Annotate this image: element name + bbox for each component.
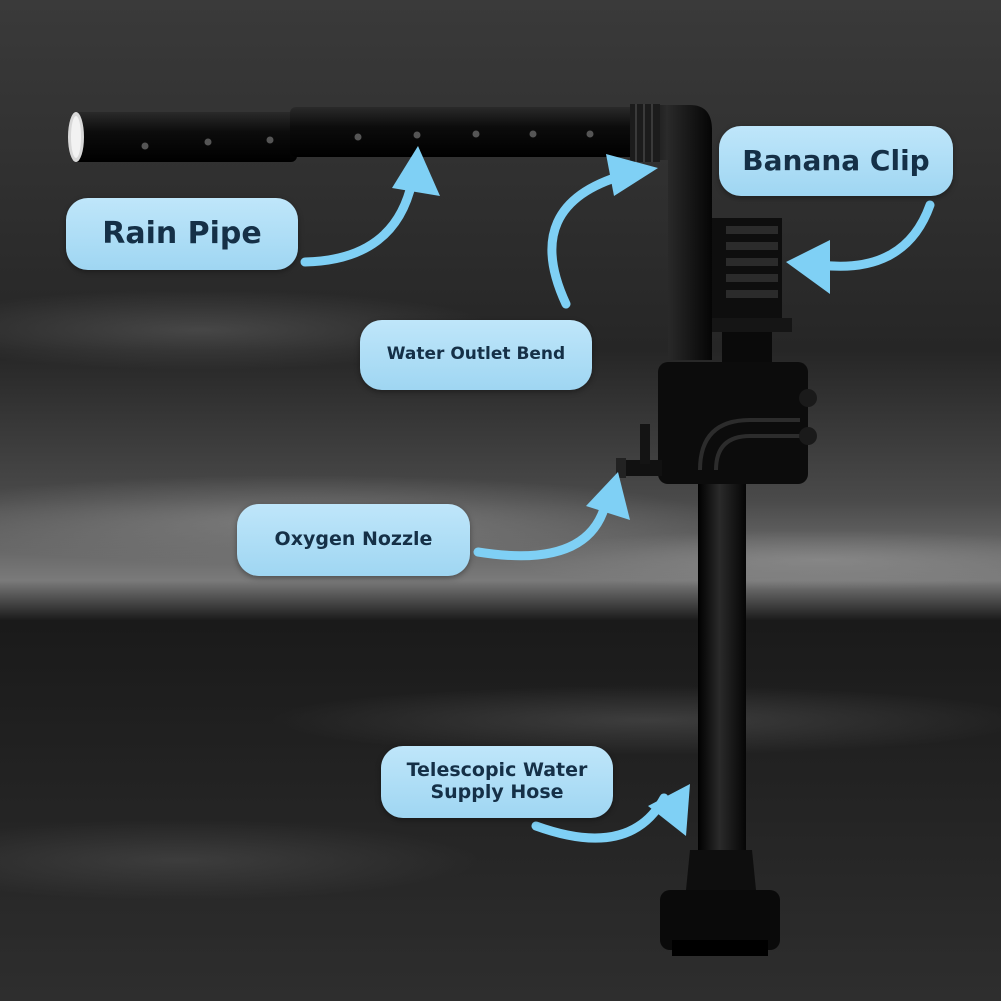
background-wave [270,685,1001,755]
pump-body [658,362,817,484]
banana-clip [712,218,792,366]
arrow-rain-pipe [300,177,417,267]
arrowhead-rain-pipe [392,146,440,196]
telescopic-hose [660,484,780,956]
label-telescopic-hose: Telescopic Water Supply Hose [381,746,613,818]
background-wave [500,530,1001,590]
arrow-water-outlet-bend [547,170,629,309]
label-telescopic-hose-line1: Telescopic Water [406,759,588,782]
arrow-banana-clip [815,200,935,271]
arrowhead-telescopic-hose [648,784,690,836]
arrowhead-banana-clip [786,240,830,294]
label-rain-pipe: Rain Pipe [66,198,298,270]
background-wave [0,820,480,900]
water-outlet-bend [630,104,712,360]
label-telescopic-hose-line2: Supply Hose [430,781,564,803]
label-water-outlet-bend: Water Outlet Bend [360,320,592,390]
label-banana-clip: Banana Clip [719,126,953,196]
arrowhead-water-outlet-bend [606,154,658,196]
arrow-oxygen-nozzle [473,497,611,561]
rain-pipe [68,107,640,162]
oxygen-nozzle [616,424,662,478]
label-oxygen-nozzle: Oxygen Nozzle [237,504,470,576]
arrowhead-oxygen-nozzle [586,472,630,520]
